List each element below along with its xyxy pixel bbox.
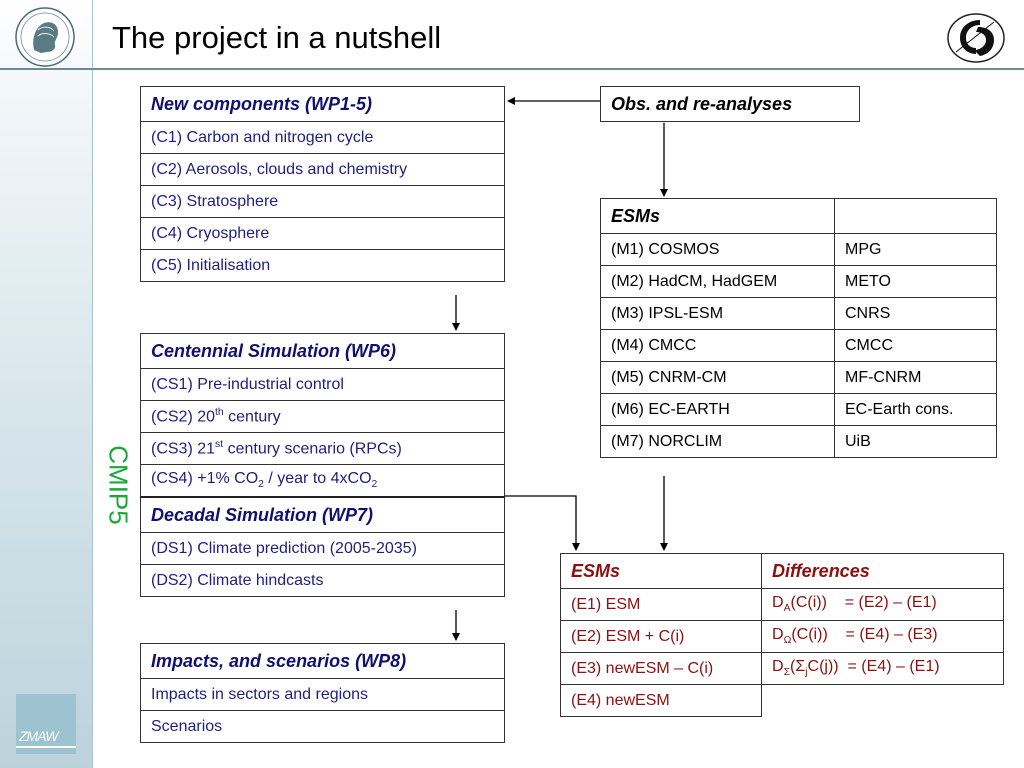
impacts-table: Impacts, and scenarios (WP8) Impacts in …	[140, 643, 505, 743]
sidebar-band	[0, 0, 93, 768]
esm-institute: METO	[834, 265, 997, 298]
header-divider	[0, 68, 1024, 70]
zmaw-logo-icon: ZMAW	[16, 694, 76, 754]
max-planck-logo-icon	[15, 7, 75, 67]
esm-institute: MF-CNRM	[834, 361, 997, 394]
results-exp: (E4) newESM	[560, 684, 762, 717]
results-diff: DΩ(C(i)) = (E4) – (E3)	[761, 620, 1004, 653]
new-components-table: New components (WP1-5) (C1) Carbon and n…	[140, 86, 505, 282]
page-title: The project in a nutshell	[112, 20, 442, 55]
impacts-header: Impacts, and scenarios (WP8)	[140, 643, 505, 679]
component-row: (C5) Initialisation	[140, 249, 505, 282]
esm-model: (M5) CNRM-CM	[600, 361, 835, 394]
component-row: (C4) Cryosphere	[140, 217, 505, 250]
results-diff: DΣ(ΣjC(j)) = (E4) – (E1)	[761, 652, 1004, 685]
component-row: (C1) Carbon and nitrogen cycle	[140, 121, 505, 154]
centennial-row: (CS4) +1% CO2 / year to 4xCO2	[140, 464, 505, 498]
decadal-header: Decadal Simulation (WP7)	[140, 496, 505, 533]
impacts-row: Impacts in sectors and regions	[140, 678, 505, 711]
simulation-table: Centennial Simulation (WP6) (CS1) Pre-in…	[140, 333, 505, 597]
results-table: ESMs Differences (E1) ESM DA(C(i)) = (E2…	[560, 553, 1004, 717]
esm-institute: UiB	[834, 425, 997, 458]
esm-model: (M1) COSMOS	[600, 233, 835, 266]
decadal-row: (DS2) Climate hindcasts	[140, 564, 505, 597]
arrow-centennial-to-results	[505, 495, 580, 551]
esm-model: (M7) NORCLIM	[600, 425, 835, 458]
centennial-row: (CS3) 21st century scenario (RPCs)	[140, 432, 505, 465]
decadal-row: (DS1) Climate prediction (2005-2035)	[140, 532, 505, 565]
obs-reanalyses-box: Obs. and re-analyses	[600, 86, 860, 122]
esm-institute: MPG	[834, 233, 997, 266]
impacts-row: Scenarios	[140, 710, 505, 743]
results-diff-blank	[761, 684, 1004, 717]
esm-model: (M2) HadCM, HadGEM	[600, 265, 835, 298]
obs-reanalyses-label: Obs. and re-analyses	[600, 86, 860, 122]
results-header-esms: ESMs	[560, 553, 762, 589]
institute-logo-icon	[947, 13, 1005, 63]
results-header-differences: Differences	[761, 553, 1004, 589]
results-diff: DA(C(i)) = (E2) – (E1)	[761, 588, 1004, 621]
results-exp: (E2) ESM + C(i)	[560, 620, 762, 653]
esm-model: (M3) IPSL-ESM	[600, 297, 835, 330]
zmaw-logo-text: ZMAW	[19, 728, 59, 744]
